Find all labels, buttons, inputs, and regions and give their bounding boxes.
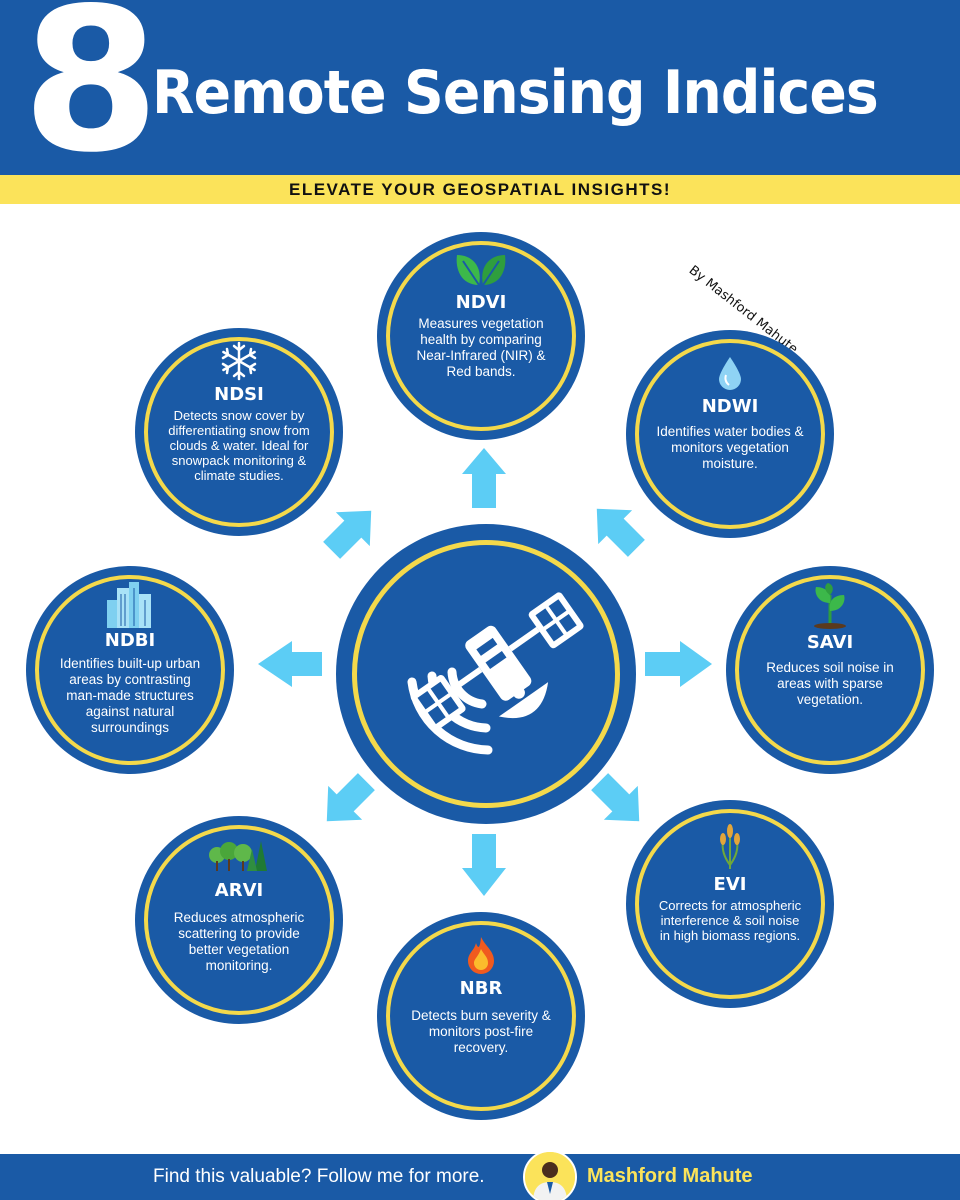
center-satellite-circle (336, 524, 636, 824)
water-drop-icon (717, 352, 743, 394)
arrow-up-right (596, 508, 645, 557)
index-description: Detects snow cover by differentiating sn… (168, 408, 310, 483)
index-description: Detects burn severity & monitors post-fi… (411, 1008, 551, 1055)
leaves-icon (451, 248, 511, 290)
index-name: NDBI (104, 630, 156, 651)
arrow-down-right (591, 773, 640, 822)
index-description: Identifies water bodies & monitors veget… (656, 424, 804, 471)
index-name: NBR (459, 978, 503, 999)
fire-icon (464, 934, 498, 976)
index-name: ARVI (214, 880, 264, 901)
arrow-left (258, 641, 322, 687)
page-title: Remote Sensing Indices (152, 58, 879, 128)
index-description: Corrects for atmospheric interference & … (658, 898, 802, 943)
index-node-ndsi: NDSI Detects snow cover by differentiati… (135, 328, 343, 536)
index-description: Measures vegetation health by comparing … (416, 316, 546, 379)
avatar[interactable] (523, 1150, 577, 1200)
index-name: NDVI (455, 292, 507, 313)
arrow-down (462, 834, 506, 896)
arrow-up-left (323, 510, 372, 559)
arrow-right (645, 641, 712, 687)
index-node-arvi: ARVI Reduces atmospheric scattering to p… (135, 816, 343, 1024)
wheat-icon (715, 822, 745, 870)
index-description: Identifies built-up urban areas by contr… (59, 656, 201, 735)
index-node-ndvi: NDVI Measures vegetation health by compa… (377, 232, 585, 440)
tagline: ELEVATE YOUR GEOSPATIAL INSIGHTS! (0, 175, 960, 204)
footer-cta: Find this valuable? Follow me for more. (153, 1166, 485, 1187)
snowflake-icon (219, 340, 259, 382)
buildings-icon (105, 582, 155, 628)
sprout-icon (810, 583, 850, 629)
index-description: Reduces soil noise in areas with sparse … (766, 660, 894, 707)
header-banner: 8 Remote Sensing Indices (0, 0, 960, 180)
index-name: EVI (713, 874, 747, 895)
satellite-icon (407, 592, 584, 755)
index-node-nbr: NBR Detects burn severity & monitors pos… (377, 912, 585, 1120)
forest-icon (207, 834, 271, 876)
index-node-evi: EVI Corrects for atmospheric interferenc… (626, 800, 834, 1008)
title-number: 8 (22, 0, 160, 196)
footer-bar: Find this valuable? Follow me for more. … (0, 1154, 960, 1200)
index-name: SAVI (806, 632, 854, 653)
index-node-ndwi: NDWI Identifies water bodies & monitors … (626, 330, 834, 538)
footer-author-name[interactable]: Mashford Mahute (587, 1165, 753, 1187)
index-name: NDWI (701, 396, 759, 417)
arrow-down-left (326, 773, 375, 822)
index-node-savi: SAVI Reduces soil noise in areas with sp… (726, 566, 934, 774)
arrow-up (462, 448, 506, 508)
index-node-ndbi: NDBI Identifies built-up urban areas by … (26, 566, 234, 774)
index-description: Reduces atmospheric scattering to provid… (173, 910, 305, 973)
index-name: NDSI (214, 384, 264, 405)
